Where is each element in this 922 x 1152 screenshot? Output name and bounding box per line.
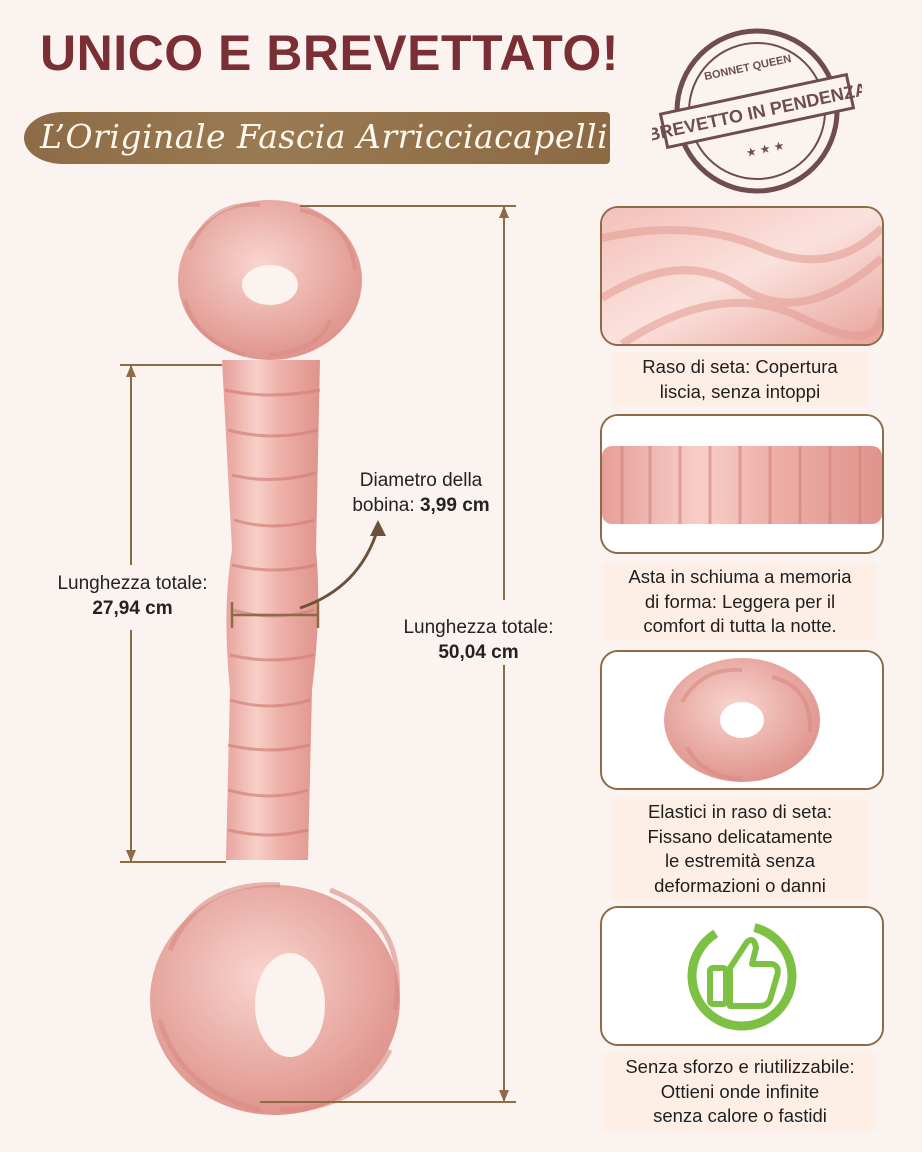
foam-rod (222, 360, 321, 860)
curling-band-illustration (120, 200, 516, 1115)
scrunchie-photo (600, 650, 884, 790)
feature-caption-1: Raso di seta: Copertura liscia, senza in… (612, 353, 868, 406)
inner-length-line (120, 364, 226, 863)
bottom-scrunchie (150, 882, 400, 1115)
subtitle-banner (24, 112, 610, 164)
diameter-marker (230, 520, 386, 628)
svg-text:★ ★ ★: ★ ★ ★ (745, 138, 786, 160)
reusable-panel (600, 906, 884, 1046)
feature-caption-4: Senza sforzo e riutilizzabile: Ottieni o… (604, 1053, 876, 1131)
feature-caption-3: Elastici in raso di seta: Fissano delica… (612, 798, 868, 900)
top-scrunchie (178, 200, 362, 360)
total-length-label: Lunghezza totale: 50,04 cm (403, 617, 554, 663)
page-title: UNICO E BREVETTATO! (40, 25, 619, 81)
feature-caption-2: Asta in schiuma a memoria di forma: Legg… (604, 563, 876, 641)
foam-rod-photo (600, 414, 884, 554)
subtitle: L’Originale Fascia Arricciacapelli. (40, 117, 620, 156)
coil-diameter-label: Diametro della bobina: 3,99 cm (352, 470, 490, 516)
satin-fabric-photo (600, 206, 884, 346)
total-length-line (260, 205, 516, 1103)
inner-length-label: Lunghezza totale: 27,94 cm (57, 573, 208, 619)
thumbs-up-icon (602, 908, 882, 1044)
patent-stamp: BONNET QUEEN BREVETTO IN PENDENZA ★ ★ ★ (652, 28, 862, 194)
